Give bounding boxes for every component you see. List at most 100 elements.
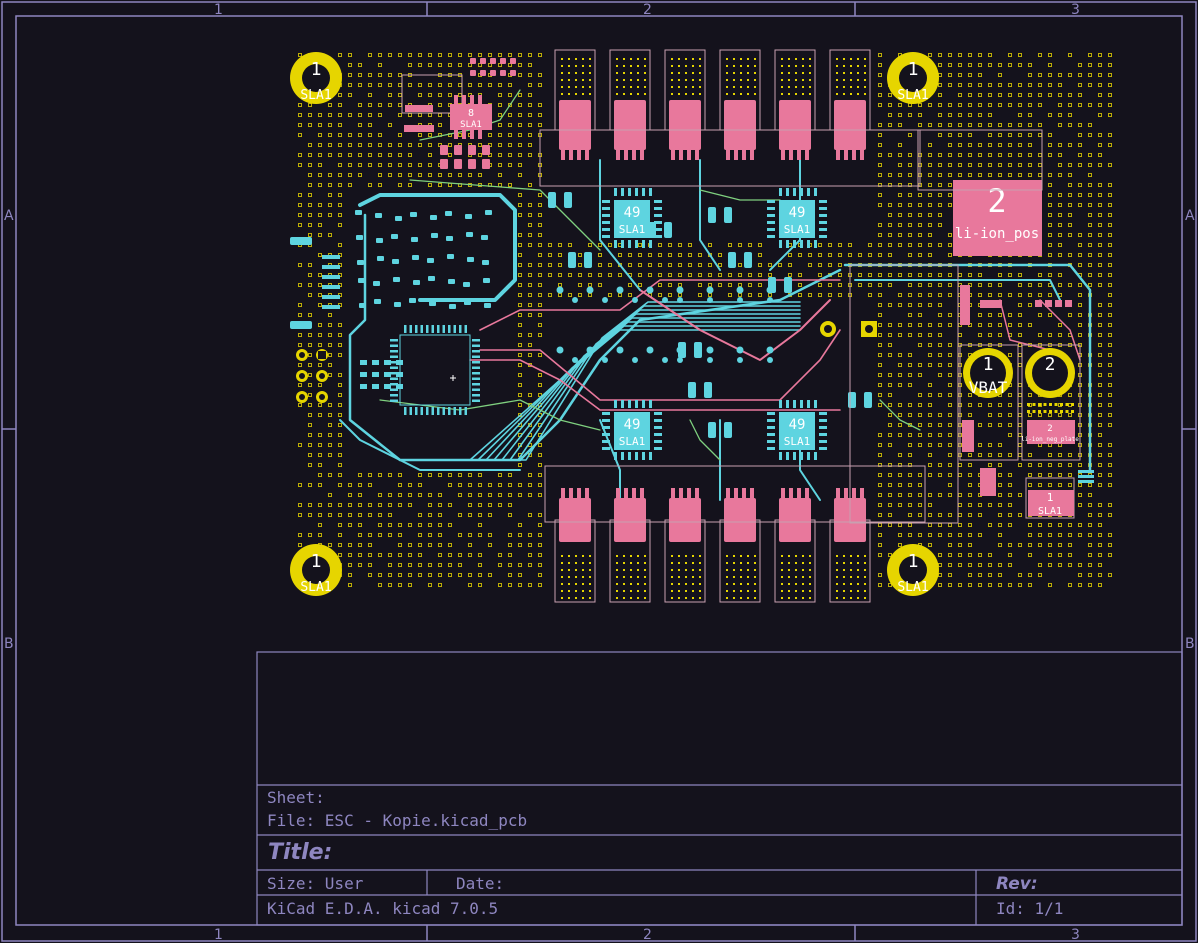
mosfet-lead: [750, 150, 754, 160]
stitch-via: [1079, 184, 1082, 187]
stitch-via: [409, 484, 412, 487]
thermal-via: [637, 93, 639, 95]
thermal-via: [857, 583, 859, 585]
stitch-via: [949, 544, 952, 547]
mcu-pin: [472, 361, 480, 364]
stitch-via: [529, 94, 532, 97]
stitch-via: [309, 144, 312, 147]
thermal-via: [809, 79, 811, 81]
stitch-via: [369, 124, 372, 127]
stitch-via: [399, 144, 402, 147]
smd-pad: [410, 212, 417, 217]
smd-pad: [412, 255, 419, 260]
stitch-via: [889, 284, 892, 287]
stitch-via: [469, 514, 472, 517]
stitch-via: [1009, 404, 1012, 407]
stitch-via: [409, 144, 412, 147]
thermal-via: [582, 58, 584, 60]
stitch-via: [1089, 184, 1092, 187]
shunt-pad: [960, 285, 970, 325]
stitch-via: [1099, 434, 1102, 437]
stitch-via: [929, 364, 932, 367]
stitch-via: [509, 144, 512, 147]
stitch-via: [719, 284, 722, 287]
stitch-via: [939, 54, 942, 57]
stitch-via: [979, 574, 982, 577]
driver-ic-4: 49SLA1: [767, 400, 827, 460]
stitch-via: [899, 384, 902, 387]
stitch-via: [489, 494, 492, 497]
stitch-via: [539, 314, 542, 317]
stitch-via: [1009, 514, 1012, 517]
stitch-via: [899, 154, 902, 157]
stitch-via: [909, 374, 912, 377]
stitch-via: [939, 114, 942, 117]
stitch-via: [969, 84, 972, 87]
stitch-via: [349, 514, 352, 517]
stitch-via: [929, 464, 932, 467]
stitch-via: [349, 54, 352, 57]
trace: [880, 400, 920, 430]
thermal-via: [623, 58, 625, 60]
stitch-via: [309, 184, 312, 187]
stitch-via: [439, 54, 442, 57]
stitch-via: [689, 274, 692, 277]
thermal-via: [637, 58, 639, 60]
thermal-via: [747, 86, 749, 88]
stitch-via: [309, 114, 312, 117]
stitch-via: [1029, 554, 1032, 557]
stitch-via: [1049, 544, 1052, 547]
ic-pin: [614, 188, 617, 196]
stitch-via: [949, 434, 952, 437]
stitch-via: [879, 404, 882, 407]
thermal-via: [699, 86, 701, 88]
stitch-via: [1089, 234, 1092, 237]
pcb-board[interactable]: 1SLA11SLA11SLA11SLA149SLA149SLA149SLA149…: [290, 50, 1112, 602]
thermal-via: [747, 58, 749, 60]
stitch-via: [369, 84, 372, 87]
stitch-via: [959, 544, 962, 547]
stitch-via: [899, 124, 902, 127]
stitch-via: [1109, 334, 1112, 337]
via: [647, 287, 654, 294]
stitch-via: [959, 534, 962, 537]
stitch-via: [439, 564, 442, 567]
stitch-via: [889, 414, 892, 417]
stitch-via: [449, 474, 452, 477]
stitch-via: [339, 524, 342, 527]
stitch-via: [699, 294, 702, 297]
stitch-via: [329, 374, 332, 377]
stitch-via: [889, 204, 892, 207]
stitch-via: [1089, 284, 1092, 287]
stitch-via: [499, 134, 502, 137]
stitch-via: [609, 294, 612, 297]
stitch-via: [529, 534, 532, 537]
stitch-via: [629, 294, 632, 297]
thermal-via: [575, 562, 577, 564]
mosfet-lead: [679, 150, 683, 160]
stitch-via: [879, 164, 882, 167]
stitch-via: [919, 214, 922, 217]
stitch-via: [1019, 324, 1022, 327]
stitch-via: [989, 454, 992, 457]
stitch-via: [899, 144, 902, 147]
stitch-via: [509, 154, 512, 157]
ic-pin: [786, 240, 789, 248]
thermal-via: [685, 58, 687, 60]
thermal-via: [568, 58, 570, 60]
stitch-via: [569, 294, 572, 297]
stitch-via: [399, 494, 402, 497]
stitch-via: [759, 284, 762, 287]
li-ion-pos-pad: 2li-ion_pos: [953, 180, 1042, 256]
stitch-via: [379, 554, 382, 557]
thermal-via: [589, 597, 591, 599]
stitch-via: [1019, 314, 1022, 317]
thermal-via: [843, 65, 845, 67]
stitch-via: [329, 474, 332, 477]
stitch-via: [1019, 454, 1022, 457]
stitch-via: [1019, 84, 1022, 87]
smd-pad: [1078, 480, 1094, 483]
thermal-via: [630, 58, 632, 60]
